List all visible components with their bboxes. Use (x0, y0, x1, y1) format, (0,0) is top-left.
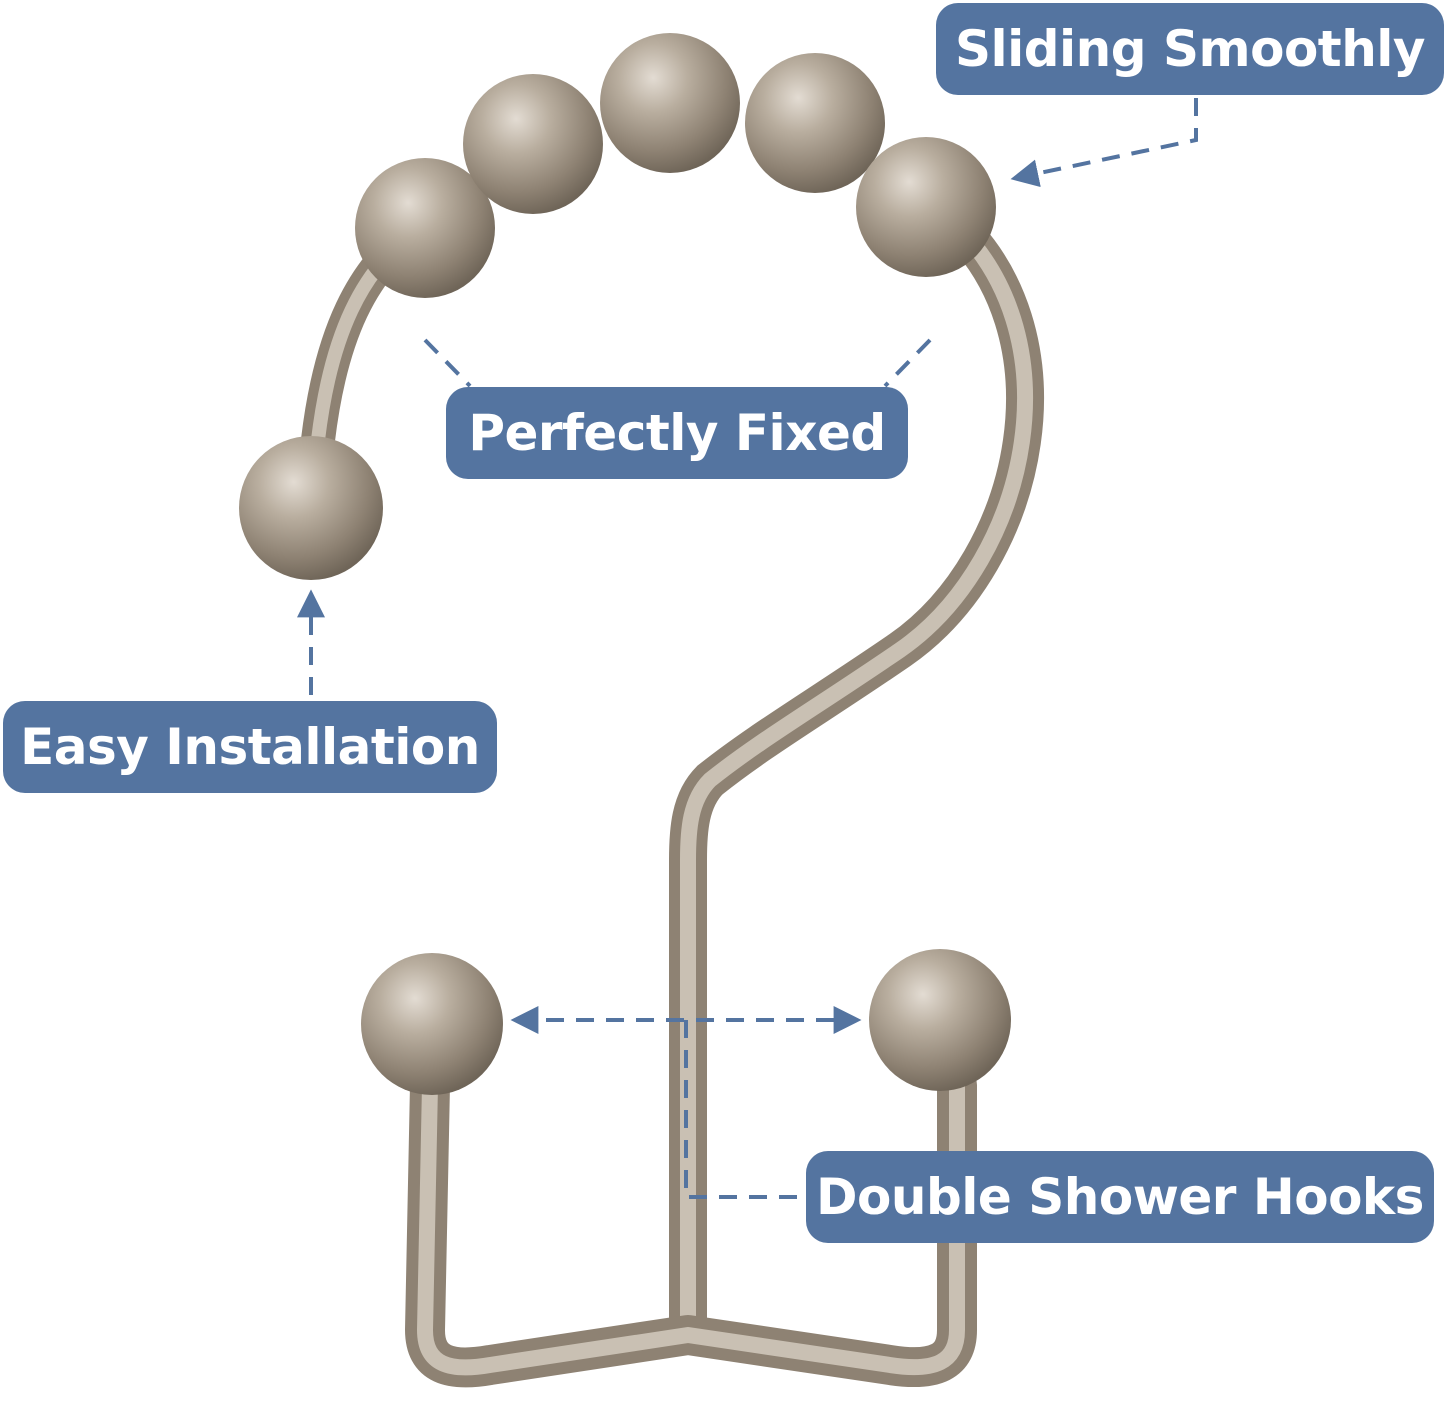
end-ball-hook-right (869, 949, 1011, 1091)
callout-lines (297, 98, 1198, 1199)
roller-ball (600, 33, 740, 173)
roller-ball (355, 158, 495, 298)
double-hook-base (405, 1065, 977, 1388)
roller-ball (856, 137, 996, 277)
end-ball-hook-left (361, 953, 503, 1095)
sliding-smoothly-label: Sliding Smoothly (936, 3, 1444, 95)
roller-ball (463, 74, 603, 214)
end-ball-left-arc (239, 436, 383, 580)
perfectly-fixed-label: Perfectly Fixed (446, 387, 908, 479)
easy-installation-label: Easy Installation (3, 701, 497, 793)
double-shower-hooks-label: Double Shower Hooks (806, 1151, 1434, 1243)
roller-balls (355, 33, 996, 298)
roller-ball (745, 53, 885, 193)
